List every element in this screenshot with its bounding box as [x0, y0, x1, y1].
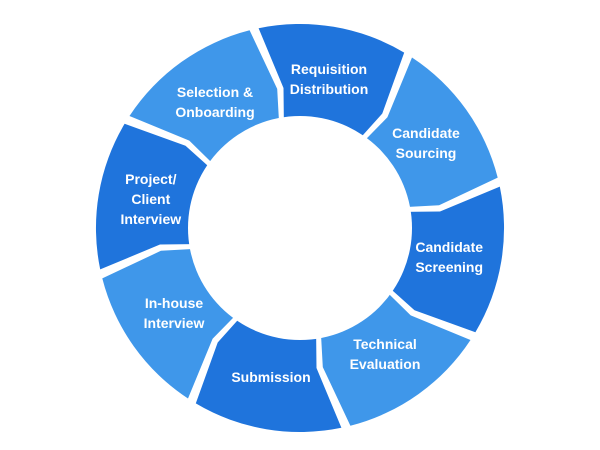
cycle-segment-label-line: Requisition — [291, 61, 367, 77]
cycle-segment-label-line: Evaluation — [350, 356, 421, 372]
cycle-segment-label-line: Screening — [415, 259, 483, 275]
cycle-segment-label-line: Selection & — [177, 84, 253, 100]
cycle-segment-label-line: Distribution — [290, 81, 369, 97]
center-hole — [188, 116, 412, 340]
cycle-segment-label-line: Project/ — [125, 171, 176, 187]
cycle-segment-label-line: Candidate — [392, 125, 460, 141]
cycle-segment-label-line: Sourcing — [396, 145, 457, 161]
cycle-segment-label-line: Interview — [120, 211, 181, 227]
cycle-segment-label-line: Candidate — [415, 239, 483, 255]
cycle-segment-label-line: Onboarding — [175, 104, 254, 120]
cycle-segment-label-line: Client — [131, 191, 170, 207]
cycle-segment-label: Submission — [231, 369, 310, 385]
cycle-segment-label-line: Interview — [144, 315, 205, 331]
cycle-segment-label-line: In-house — [145, 295, 204, 311]
cycle-segment-label: Selection & Onboarding — [175, 84, 254, 120]
cycle-segment-label-line: Technical — [353, 336, 417, 352]
cycle-segment-label-line: Submission — [231, 369, 310, 385]
